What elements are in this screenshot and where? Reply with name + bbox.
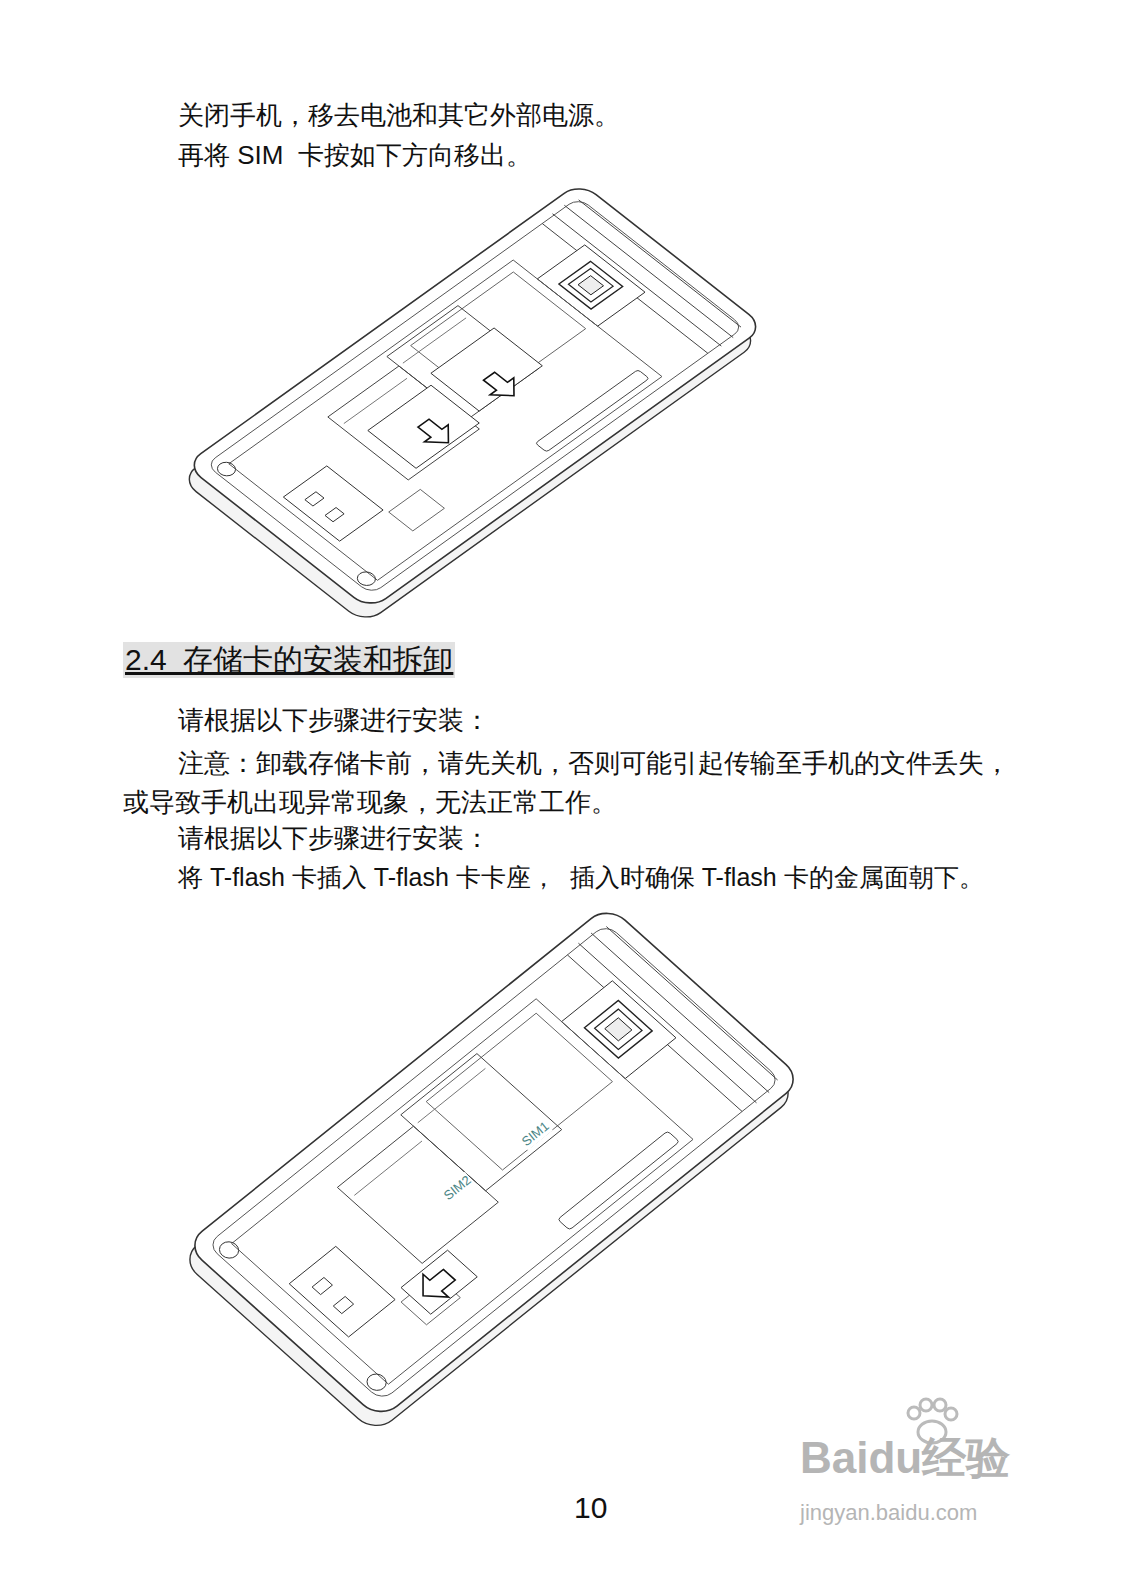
- tflash-slot: [401, 1250, 477, 1314]
- body-text: 将 T-flash 卡插入 T-flash 卡卡座， 插入时确保 T-flash…: [178, 862, 984, 892]
- body-text: 请根据以下步骤进行安装：: [178, 705, 490, 736]
- direction-arrow: [412, 415, 461, 452]
- watermark: Baidu经验: [800, 1432, 1010, 1485]
- note-text: 注意：卸载存储卡前，请先关机，否则可能引起传输至手机的文件丢失，或导致手机出现异…: [123, 744, 1023, 822]
- phone-figure-sim: [180, 182, 765, 624]
- direction-arrow: [410, 1263, 462, 1307]
- direction-arrow: [477, 368, 526, 405]
- phone-figure-tflash: [180, 905, 803, 1434]
- page-number: 10: [574, 1490, 607, 1526]
- body-text: 请根据以下步骤进行安装：: [178, 823, 490, 854]
- body-text: 关闭手机，移去电池和其它外部电源。: [178, 100, 620, 131]
- watermark-url: jingyan.baidu.com: [800, 1500, 977, 1526]
- sim-card: [431, 328, 542, 411]
- body-text: 再将 SIM 卡按如下方向移出。: [178, 140, 532, 171]
- section-heading: 2.4 存储卡的安装和拆卸: [123, 642, 455, 678]
